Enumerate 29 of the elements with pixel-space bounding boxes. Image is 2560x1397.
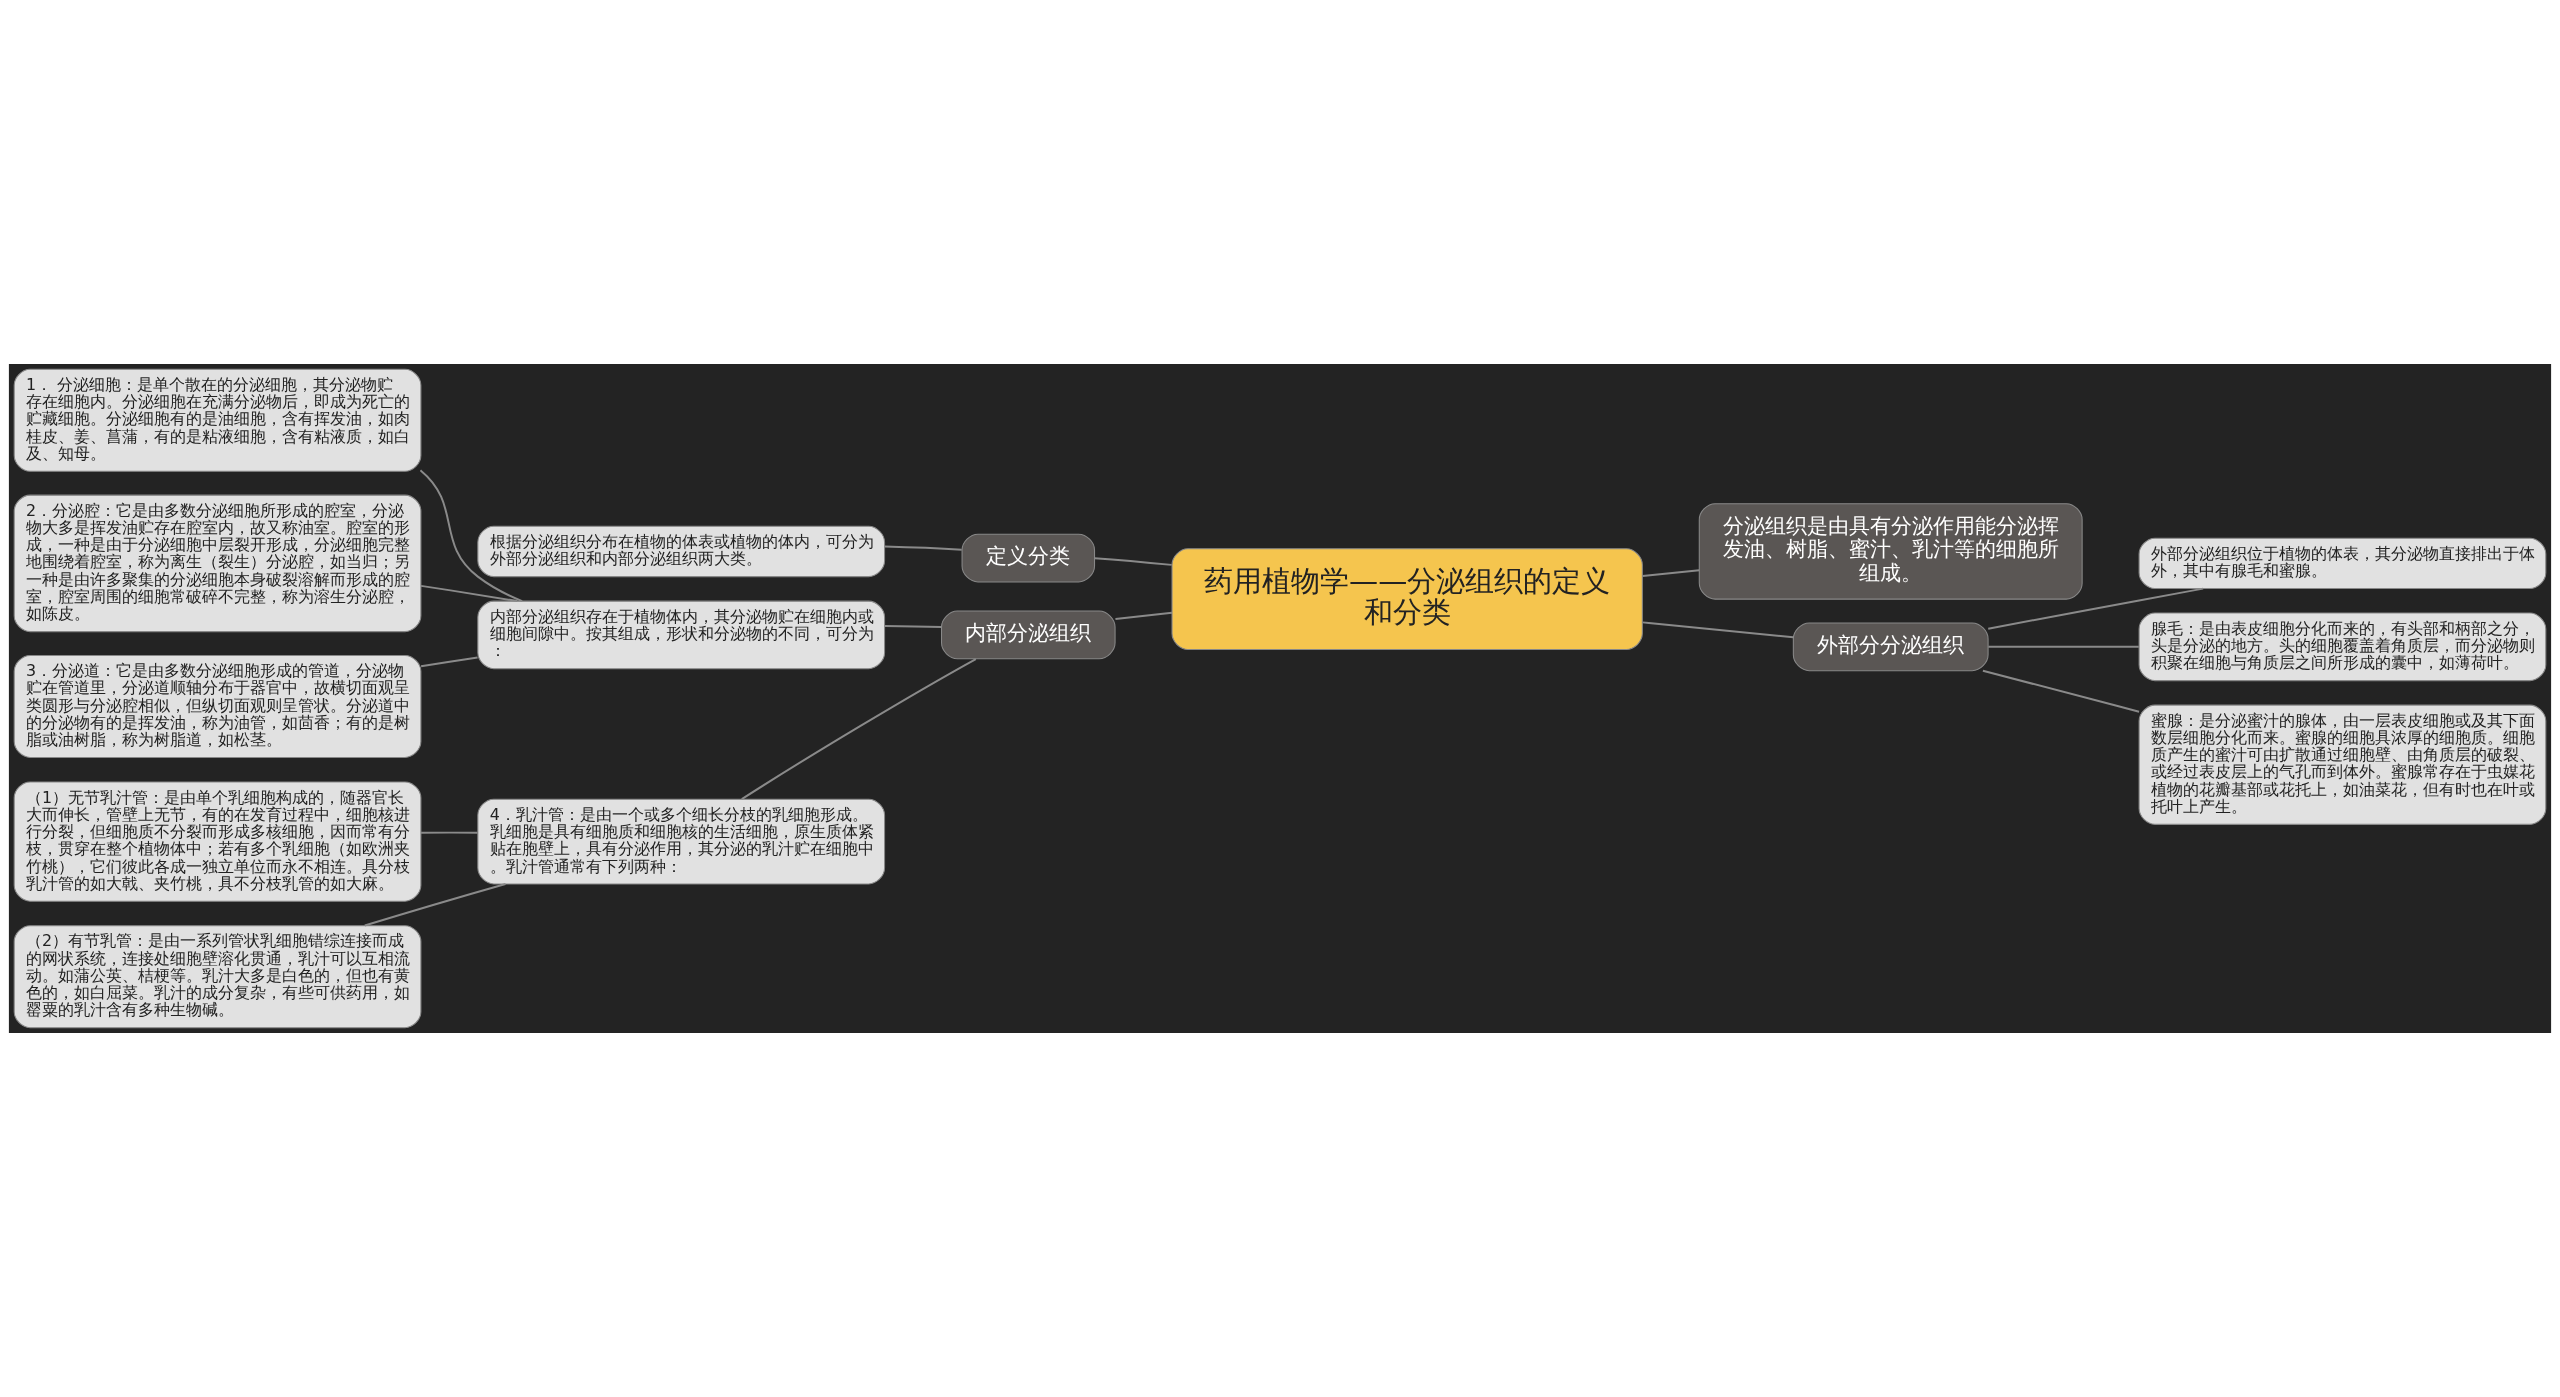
connector (1641, 569, 1701, 577)
connector (1093, 557, 1173, 566)
connector (1987, 645, 2140, 648)
node-box: 腺毛：是由表皮细胞分化而来的，有头部和柄部之分，头是分泌的地方。头的细胞覆盖着角质层，而分泌物则积聚在细胞与角质层之间所形成的囊中，如薄荷叶。 (2138, 612, 2547, 682)
connector (740, 658, 977, 801)
node-box: （2）有节乳管：是由一系列管状乳细胞错综连接而成的网状系统，连接处细胞壁溶化贯通，乳汁可以互相流动。如蒲公英、桔梗等。乳汁大多是白色的，但也有黄色的，如白屈菜。乳汁的成分复杂，有些可供药用，如罂粟的乳汁含有多种生物碱。 (13, 925, 422, 1029)
connector (883, 545, 963, 551)
connector (883, 625, 943, 629)
node-box: 外部分分泌组织 (1792, 622, 1989, 672)
node-box: 2．分泌腔：它是由多数分泌细胞所形成的腔室，分泌物大多是挥发油贮存在腔室内，故又称油室。腔室的形成，一种是由于分泌细胞中层裂开形成，分泌细胞完整地围绕着腔室，称为离生（裂生）分泌腔，如当归；另一种是由许多聚集的分泌细胞本身破裂溶解而形成的腔室，腔室周围的细胞常破碎不完整，称为溶生分泌腔，如陈皮。 (13, 494, 422, 633)
connector (1981, 669, 2141, 713)
node-box: 药用植物学——分泌组织的定义和分类 (1171, 548, 1643, 650)
node-box: 3．分泌道：它是由多数分泌细胞形成的管道，分泌物贮在管道里，分泌道顺轴分布于器官中，故横切面观呈类圆形与分泌腔相似，但纵切面观则呈管状。分泌道中的分泌物有的是挥发油，称为油管，如茴香；有的是树脂或油树脂，称为树脂道，如松茎。 (13, 654, 422, 758)
connector (420, 584, 519, 603)
node-box: 内部分泌组织存在于植物体内，其分泌物贮在细胞内或细胞间隙中。按其组成，形状和分泌物的不同，可分为： (477, 600, 886, 670)
node-box: 分泌组织是由具有分泌作用能分泌挥发油、树脂、蜜汁、乳汁等的细胞所组成。 (1698, 503, 2083, 600)
node-box: （1）无节乳汁管：是由单个乳细胞构成的，随器官长大而伸长，管壁上无节，有的在发育过程中，细胞核进行分裂，但细胞质不分裂而形成多核细胞，因而常有分枝，贯穿在整个植物体中；若有多个乳细胞（如欧洲夹竹桃），它们彼此各成一独立单位而永不相连。具分枝乳汁管的如大戟、夹竹桃，具不分枝乳管的如大麻。 (13, 781, 422, 902)
node-box: 1． 分泌细胞：是单个散在的分泌细胞，其分泌物贮存在细胞内。分泌细胞在充满分泌物后，即成为死亡的贮藏细胞。分泌细胞有的是油细胞，含有挥发油，如肉桂皮、姜、菖蒲，有的是粘液细胞，含有粘液质，如白及、知母。 (13, 368, 422, 472)
node-box: 蜜腺：是分泌蜜汁的腺体，由一层表皮细胞或及其下面数层细胞分化而来。蜜腺的细胞具浓厚的细胞质。细胞质产生的蜜汁可由扩散通过细胞壁、由角质层的破裂、或经过表皮层上的气孔而到体外。蜜腺常存在于虫媒花植物的花瓣基部或花托上，如油菜花，但有时也在叶或托叶上产生。 (2138, 704, 2547, 825)
node-box: 定义分类 (961, 533, 1096, 583)
connector (419, 469, 524, 603)
node-box: 根据分泌组织分布在植物的体表或植物的体内，可分为外部分泌组织和内部分泌组织两大类。 (477, 525, 886, 578)
node-box: 外部分泌组织位于植物的体表，其分泌物直接排出于体外，其中有腺毛和蜜腺。 (2138, 537, 2547, 590)
connector (420, 831, 479, 834)
connector (1641, 621, 1795, 639)
node-box: 4．乳汁管：是由一个或多个细长分枝的乳细胞形成。乳细胞是具有细胞质和细胞核的生活细胞，原生质体紧贴在胞壁上，具有分泌作用，其分泌的乳汁贮在细胞中。乳汁管通常有下列两种： (477, 798, 886, 885)
node-box: 内部分泌组织 (941, 610, 1116, 660)
connector (420, 656, 479, 668)
connector (1114, 611, 1173, 621)
